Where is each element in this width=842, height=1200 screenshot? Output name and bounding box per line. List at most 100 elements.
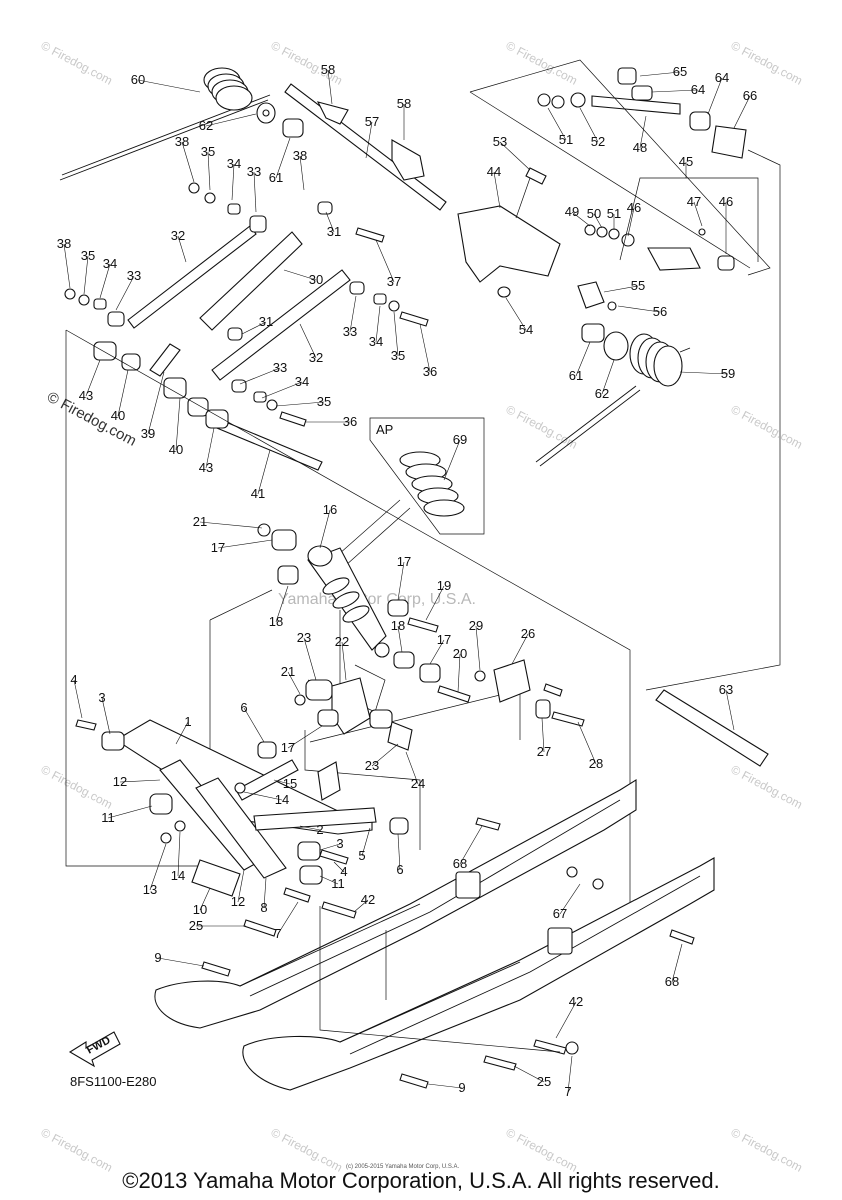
part-callout-38c[interactable]: 38 (57, 236, 71, 251)
part-callout-9b[interactable]: 9 (458, 1080, 465, 1095)
part-callout-1[interactable]: 1 (184, 714, 191, 729)
part-callout-2[interactable]: 2 (316, 822, 323, 837)
part-callout-8[interactable]: 8 (260, 900, 267, 915)
part-callout-26[interactable]: 26 (521, 626, 535, 641)
part-callout-34d[interactable]: 34 (295, 374, 309, 389)
part-callout-7b[interactable]: 7 (564, 1084, 571, 1099)
part-callout-13[interactable]: 13 (143, 882, 157, 897)
part-callout-6b[interactable]: 6 (396, 862, 403, 877)
part-callout-33b[interactable]: 33 (127, 268, 141, 283)
part-callout-23b[interactable]: 23 (365, 758, 379, 773)
part-callout-28[interactable]: 28 (589, 756, 603, 771)
part-callout-30[interactable]: 30 (309, 272, 323, 287)
part-callout-54[interactable]: 54 (519, 322, 533, 337)
part-callout-15[interactable]: 15 (283, 776, 297, 791)
part-callout-37[interactable]: 37 (387, 274, 401, 289)
part-callout-38b[interactable]: 38 (293, 148, 307, 163)
part-callout-34b[interactable]: 34 (103, 256, 117, 271)
part-callout-5[interactable]: 5 (358, 848, 365, 863)
part-callout-59[interactable]: 59 (721, 366, 735, 381)
part-callout-4a[interactable]: 4 (70, 672, 77, 687)
part-callout-9a[interactable]: 9 (154, 950, 161, 965)
part-callout-67[interactable]: 67 (553, 906, 567, 921)
part-callout-64a[interactable]: 64 (691, 82, 705, 97)
part-callout-36a[interactable]: 36 (423, 364, 437, 379)
part-callout-68b[interactable]: 68 (665, 974, 679, 989)
part-callout-18a[interactable]: 18 (269, 614, 283, 629)
part-callout-44[interactable]: 44 (487, 164, 501, 179)
part-callout-7a[interactable]: 7 (274, 926, 281, 941)
part-callout-14b[interactable]: 14 (171, 868, 185, 883)
part-callout-58a[interactable]: 58 (321, 62, 335, 77)
part-callout-33a[interactable]: 33 (247, 164, 261, 179)
part-callout-31a[interactable]: 31 (327, 224, 341, 239)
part-callout-69[interactable]: 69 (453, 432, 467, 447)
part-callout-17b[interactable]: 17 (397, 554, 411, 569)
part-callout-64b[interactable]: 64 (715, 70, 729, 85)
part-callout-35d[interactable]: 35 (317, 394, 331, 409)
part-callout-29[interactable]: 29 (469, 618, 483, 633)
part-callout-14a[interactable]: 14 (275, 792, 289, 807)
part-callout-63[interactable]: 63 (719, 682, 733, 697)
part-callout-43a[interactable]: 43 (79, 388, 93, 403)
part-callout-19[interactable]: 19 (437, 578, 451, 593)
part-callout-21a[interactable]: 21 (193, 514, 207, 529)
part-callout-53[interactable]: 53 (493, 134, 507, 149)
part-callout-12a[interactable]: 12 (113, 774, 127, 789)
part-callout-51b[interactable]: 51 (607, 206, 621, 221)
part-callout-47[interactable]: 47 (687, 194, 701, 209)
part-callout-35b[interactable]: 35 (81, 248, 95, 263)
part-callout-20[interactable]: 20 (453, 646, 467, 661)
part-callout-35a[interactable]: 35 (201, 144, 215, 159)
part-callout-17a[interactable]: 17 (211, 540, 225, 555)
part-callout-58b[interactable]: 58 (397, 96, 411, 111)
part-callout-50[interactable]: 50 (587, 206, 601, 221)
part-callout-56[interactable]: 56 (653, 304, 667, 319)
part-callout-34a[interactable]: 34 (227, 156, 241, 171)
part-callout-12b[interactable]: 12 (231, 894, 245, 909)
part-callout-32b[interactable]: 32 (309, 350, 323, 365)
part-callout-22[interactable]: 22 (335, 634, 349, 649)
part-callout-34c[interactable]: 34 (369, 334, 383, 349)
part-callout-3a[interactable]: 3 (98, 690, 105, 705)
part-callout-11a[interactable]: 11 (101, 810, 115, 825)
part-callout-52[interactable]: 52 (591, 134, 605, 149)
part-callout-17d[interactable]: 17 (281, 740, 295, 755)
part-callout-46a[interactable]: 46 (627, 200, 641, 215)
part-callout-61b[interactable]: 61 (569, 368, 583, 383)
part-callout-27[interactable]: 27 (537, 744, 551, 759)
part-callout-40a[interactable]: 40 (111, 408, 125, 423)
part-callout-51a[interactable]: 51 (559, 132, 573, 147)
part-callout-41[interactable]: 41 (251, 486, 265, 501)
part-callout-23a[interactable]: 23 (297, 630, 311, 645)
part-callout-11b[interactable]: 11 (331, 876, 345, 891)
part-callout-3b[interactable]: 3 (336, 836, 343, 851)
part-callout-16[interactable]: 16 (323, 502, 337, 517)
part-callout-24[interactable]: 24 (411, 776, 425, 791)
part-callout-17c[interactable]: 17 (437, 632, 451, 647)
part-callout-38a[interactable]: 38 (175, 134, 189, 149)
part-callout-62b[interactable]: 62 (595, 386, 609, 401)
part-callout-57[interactable]: 57 (365, 114, 379, 129)
part-callout-25a[interactable]: 25 (189, 918, 203, 933)
part-callout-21b[interactable]: 21 (281, 664, 295, 679)
part-callout-36b[interactable]: 36 (343, 414, 357, 429)
part-callout-31b[interactable]: 31 (259, 314, 273, 329)
part-callout-6a[interactable]: 6 (240, 700, 247, 715)
part-callout-4b[interactable]: 4 (340, 864, 347, 879)
part-callout-33c[interactable]: 33 (343, 324, 357, 339)
part-callout-60[interactable]: 60 (131, 72, 145, 87)
part-callout-55[interactable]: 55 (631, 278, 645, 293)
part-callout-42b[interactable]: 42 (569, 994, 583, 1009)
part-callout-61a[interactable]: 61 (269, 170, 283, 185)
part-callout-35c[interactable]: 35 (391, 348, 405, 363)
part-callout-68a[interactable]: 68 (453, 856, 467, 871)
part-callout-65[interactable]: 65 (673, 64, 687, 79)
part-callout-33d[interactable]: 33 (273, 360, 287, 375)
part-callout-10[interactable]: 10 (193, 902, 207, 917)
part-callout-45[interactable]: 45 (679, 154, 693, 169)
part-callout-42a[interactable]: 42 (361, 892, 375, 907)
part-callout-43b[interactable]: 43 (199, 460, 213, 475)
part-callout-25b[interactable]: 25 (537, 1074, 551, 1089)
part-callout-46b[interactable]: 46 (719, 194, 733, 209)
